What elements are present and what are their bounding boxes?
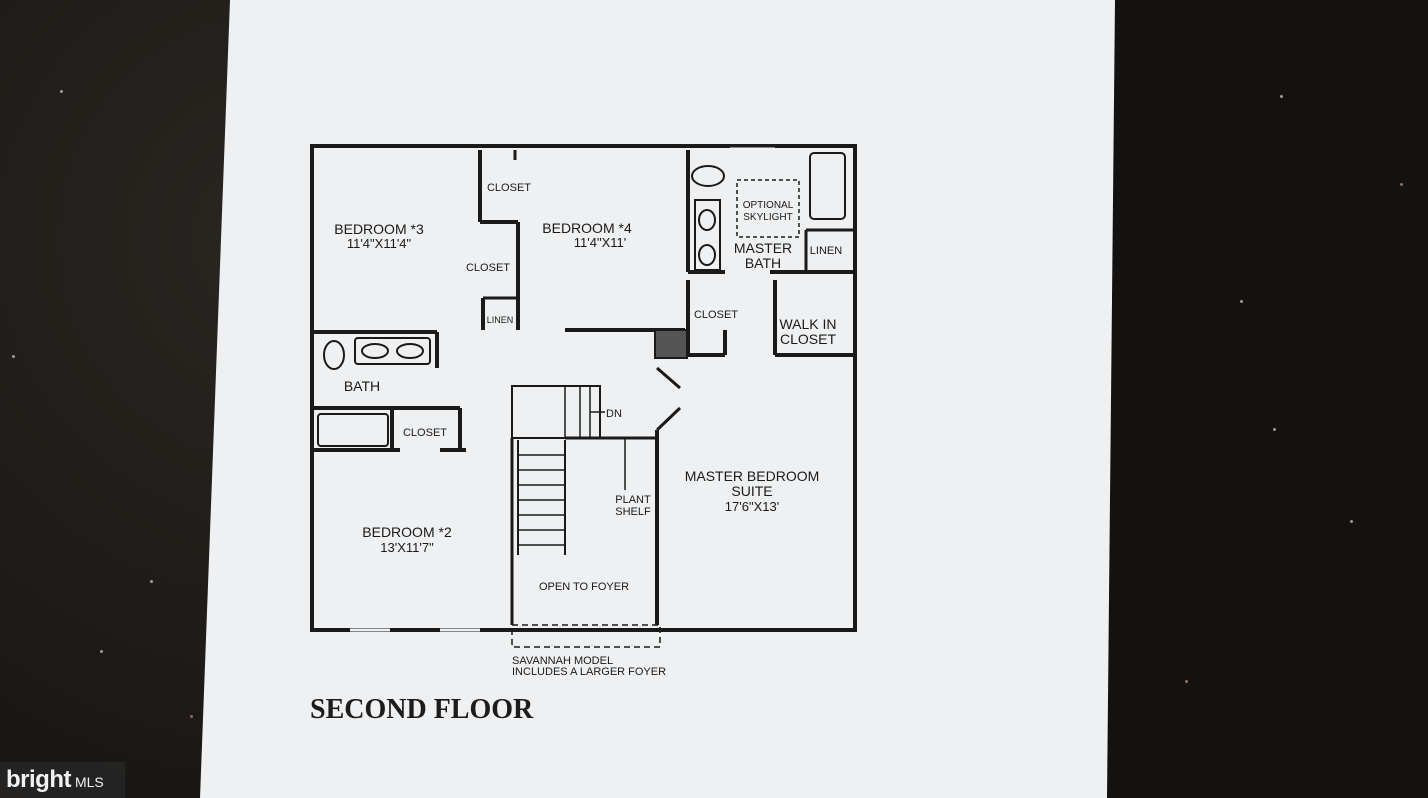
walkin-label-1: WALK IN [779,316,836,332]
closet-label: CLOSET [487,182,531,194]
closet-label: CLOSET [403,427,447,439]
plant-shelf-label-2: SHELF [615,506,651,518]
watermark-suffix: MLS [74,774,104,790]
optional-label-2: SKYLIGHT [743,212,792,223]
open-foyer-label: OPEN TO FOYER [539,581,629,593]
master-label-1: MASTER BEDROOM [685,468,820,484]
bedroom4-label: BEDROOM *4 [542,220,632,236]
linen-master-label: LINEN [810,245,842,257]
paper [200,0,1115,798]
bedroom3-label: BEDROOM *3 [334,221,424,237]
master-bath-label-2: BATH [745,255,781,271]
plant-shelf-label-1: PLANT [615,494,651,506]
speck [190,715,193,718]
speck [1240,300,1243,303]
speck [1185,680,1188,683]
walkin-label-2: CLOSET [780,331,836,347]
watermark-brand: bright [6,766,71,793]
bath-label: BATH [344,378,380,394]
plan-title: SECOND FLOOR [310,694,534,725]
master-size: 17'6"X13' [725,499,779,514]
closet-label: CLOSET [466,262,510,274]
footnote-line1: SAVANNAH MODEL [512,655,613,667]
speck [60,90,63,93]
master-label-2: SUITE [731,483,772,499]
bright-mls-watermark: bright MLS [0,762,125,798]
speck [1400,183,1403,186]
footnote-line2: INCLUDES A LARGER FOYER [512,666,666,678]
speck [150,580,153,583]
speck [100,650,103,653]
linen-hall-label: LINEN [487,315,514,325]
speck [12,355,15,358]
floor-plan [310,144,857,648]
speck [1273,428,1276,431]
closet-label: CLOSET [694,309,738,321]
bedroom2-label: BEDROOM *2 [362,524,452,540]
bedroom3-size: 11'4"X11'4" [347,236,412,251]
optional-label-1: OPTIONAL [743,200,794,211]
speck [1350,520,1353,523]
bedroom4-size: 11'4"X11' [574,235,626,250]
outer-wall [310,144,857,632]
down-label: DN [606,408,622,420]
speck [1280,95,1283,98]
bedroom2-size: 13'X11'7" [380,540,434,555]
master-bath-label-1: MASTER [734,240,792,256]
